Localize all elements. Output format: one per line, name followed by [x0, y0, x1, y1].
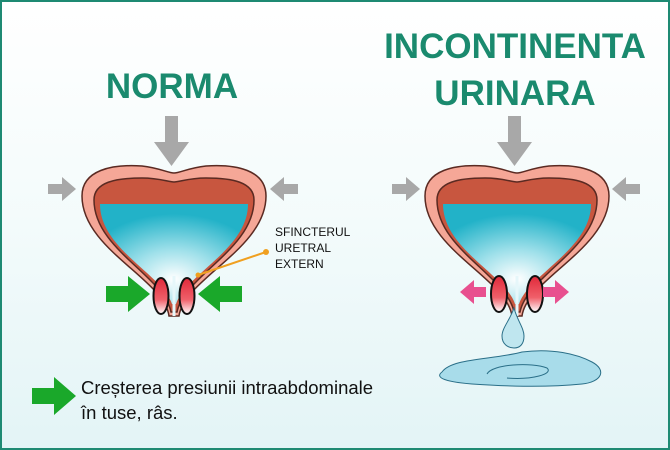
incontinence-title-line1: INCONTINENTA	[384, 27, 646, 66]
gray-arrow-down-icon	[497, 116, 532, 166]
incontinence-title-line2: URINARA	[434, 74, 595, 113]
gray-arrow-right-icon	[392, 177, 420, 201]
green-arrow-right-icon	[106, 276, 150, 312]
green-arrow-icon	[32, 377, 76, 415]
sphincter-open	[490, 275, 544, 313]
normal-title: NORMA	[106, 67, 238, 106]
green-arrow-left-icon	[198, 276, 242, 312]
sphincter-label-line3: EXTERN	[275, 257, 324, 271]
sphincter-label-line1: SFINCTERUL	[275, 225, 351, 239]
sphincter-label-line2: URETRAL	[275, 241, 331, 255]
droplet-icon	[501, 306, 525, 349]
legend-line1: Creșterea presiunii intraabdominale	[81, 377, 373, 398]
pink-arrow-right-icon	[543, 280, 569, 304]
normal-bladder	[48, 116, 298, 318]
gray-arrow-down-icon	[154, 116, 189, 166]
incontinence-bladder	[392, 116, 640, 387]
gray-arrow-left-icon	[612, 177, 640, 201]
legend-line2: în tuse, râs.	[80, 402, 178, 423]
pink-arrow-left-icon	[460, 280, 486, 304]
gray-arrow-left-icon	[270, 177, 298, 201]
gray-arrow-right-icon	[48, 177, 76, 201]
puddle-icon	[439, 350, 602, 387]
